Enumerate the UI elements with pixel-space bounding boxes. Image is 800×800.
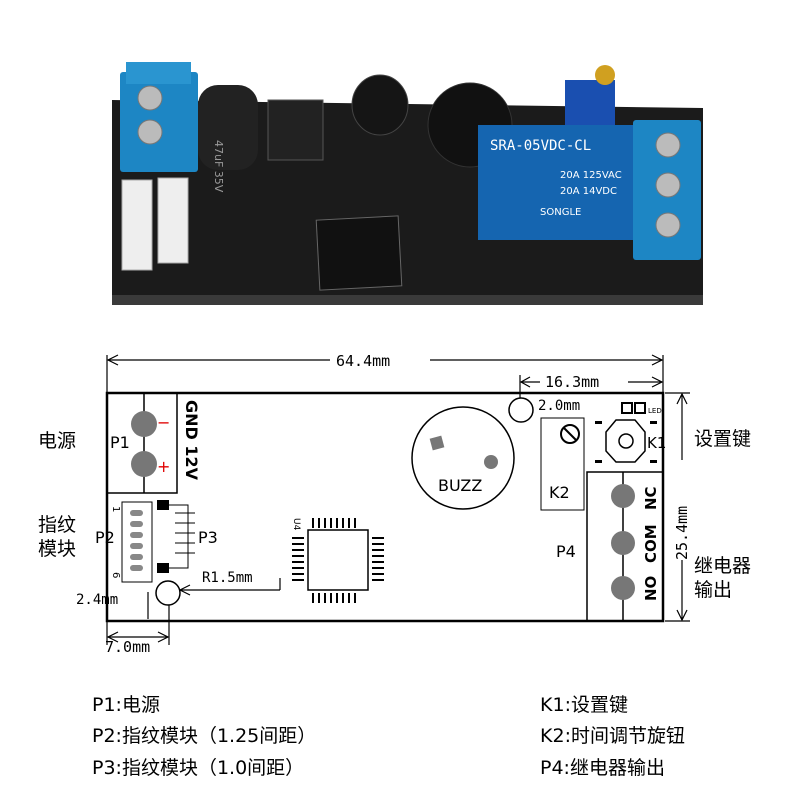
p3-connector [157, 177, 189, 264]
legend-item-p4: P4:继电器输出 [540, 757, 665, 779]
svg-text:6: 6 [110, 572, 121, 578]
svg-text:P1: P1 [110, 433, 130, 452]
p2-connector-outline: P2 1 6 [95, 501, 153, 583]
k1-button-outline: K1 [595, 419, 666, 463]
relay-terminal-block [633, 120, 701, 260]
hole-diameter-dimension: 2.0mm [538, 398, 580, 414]
legend-item-p3: P3:指纹模块（1.0间距） [92, 757, 305, 779]
svg-text:P2: P2 [95, 528, 115, 547]
power-terminal-block [120, 62, 198, 172]
svg-text:−: − [157, 413, 170, 432]
svg-text:47uF 35V: 47uF 35V [212, 140, 225, 193]
u4-chip-outline [292, 518, 384, 603]
hole-x-dimension: 7.0mm [105, 638, 150, 656]
svg-text:P4: P4 [556, 542, 576, 561]
svg-text:K2: K2 [549, 483, 570, 502]
svg-text:GND 12V: GND 12V [182, 400, 201, 481]
svg-text:BUZZ: BUZZ [438, 476, 482, 495]
led-outline: LED [621, 402, 662, 415]
svg-text:LED: LED [648, 407, 662, 415]
callout-fingerprint-line2: 模块 [38, 538, 77, 560]
height-dimension: 25.4mm [673, 506, 691, 560]
svg-text:20A 14VDC: 20A 14VDC [560, 186, 617, 197]
inductor [351, 74, 409, 136]
svg-text:SRA-05VDC-CL: SRA-05VDC-CL [490, 138, 591, 154]
microcontroller-chip [315, 215, 403, 291]
legend-item-p1: P1:电源 [92, 694, 160, 716]
potentiometer [565, 80, 615, 125]
legend-item-k2: K2:时间调节旋钮 [540, 725, 685, 747]
p2-connector [121, 179, 153, 271]
svg-text:1: 1 [110, 506, 121, 512]
legend-item-k1: K1:设置键 [540, 694, 628, 716]
svg-text:SONGLE: SONGLE [540, 207, 581, 218]
buzzer-outline: BUZZ [411, 406, 515, 510]
callout-relay-line2: 输出 [694, 579, 733, 601]
k2-potentiometer-outline: K2 [540, 417, 585, 511]
callout-power: 电源 [38, 430, 77, 452]
capacitor: 47uF 35V [198, 85, 258, 193]
p1-terminal: P1 − + GND 12V [106, 392, 201, 494]
svg-text:K1: K1 [647, 434, 666, 452]
svg-text:+: + [157, 457, 170, 476]
hole-y-dimension: 2.4mm [76, 592, 118, 608]
callout-fingerprint-line1: 指纹 [38, 514, 77, 536]
svg-text:NC: NC [642, 486, 660, 510]
u4-label: U4 [291, 518, 301, 531]
relay: SRA-05VDC-CL 20A 125VAC 20A 14VDC SONGLE [478, 125, 643, 240]
svg-text:NO: NO [642, 576, 660, 601]
mounting-hole-top [508, 397, 534, 423]
svg-text:P3: P3 [198, 528, 218, 547]
p4-relay-terminal-outline: P4 NC COM NO [556, 471, 664, 622]
p3-connector-outline: P3 [157, 500, 218, 573]
callout-setting-key: 设置键 [694, 428, 752, 450]
callout-relay-line1: 继电器 [694, 555, 752, 577]
pcb-photo: 47uF 35V SRA-05VDC-CL 20A 125VAC 20A 14V… [112, 62, 703, 305]
hole-radius-dimension: R1.5mm [202, 570, 253, 586]
width-dimension: 64.4mm [336, 352, 390, 370]
regulator [267, 99, 324, 161]
svg-text:20A 125VAC: 20A 125VAC [560, 170, 622, 181]
relay-offset-dimension: 16.3mm [545, 373, 599, 391]
svg-text:COM: COM [642, 524, 660, 563]
mounting-hole-left [155, 580, 181, 606]
legend-item-p2: P2:指纹模块（1.25间距） [92, 725, 317, 747]
